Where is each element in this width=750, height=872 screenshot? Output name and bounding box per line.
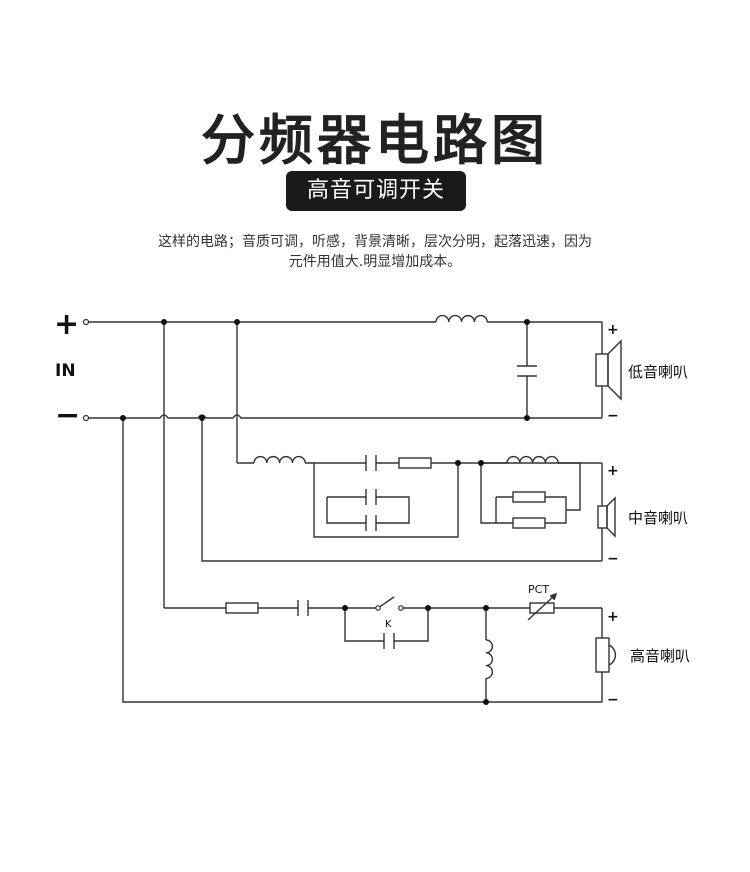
tweeter-resistor: [225, 602, 259, 614]
mid-resistor-parallel-1: [512, 491, 546, 503]
mid-plus-label: +: [607, 463, 619, 479]
subtitle-badge: 高音可调开关: [286, 171, 466, 211]
woofer-inductor: [435, 314, 488, 323]
input-label: IN: [55, 361, 76, 381]
input-minus-label: −: [55, 398, 80, 433]
input-plus-label: +: [54, 307, 79, 342]
mid-cap-series: [365, 455, 377, 471]
mid-speaker-cone: [606, 496, 616, 538]
mid-inductor-1: [253, 455, 306, 464]
description-line-1: 这样的电路；音质可调，听感，背景清晰，层次分明，起落迅速，因为: [158, 234, 592, 250]
description-line-2: 元件用值大.明显增加成本。: [288, 254, 462, 270]
mid-minus-label: −: [607, 551, 619, 567]
woofer-capacitor: [517, 322, 537, 418]
tweeter-label: 高音喇叭: [630, 647, 690, 665]
junction-dots: [120, 319, 530, 705]
tweeter-plus-label: +: [607, 609, 619, 625]
input-terminal-plus: [82, 318, 90, 326]
tweeter-minus-label: −: [607, 692, 619, 708]
tweeter-inductor: [485, 639, 494, 680]
switch-label: K: [385, 619, 392, 630]
mid-inductor-2: [506, 455, 559, 464]
description: 这样的电路；音质可调，听感，背景清晰，层次分明，起落迅速，因为 元件用值大.明显…: [90, 232, 660, 272]
woofer-plus-label: +: [607, 322, 619, 338]
woofer-speaker-cone: [607, 339, 622, 401]
tweeter-speaker-dome: [608, 644, 617, 666]
mid-resistor-parallel-2: [512, 517, 546, 529]
woofer-label: 低音喇叭: [628, 363, 688, 381]
tweeter-return: [122, 418, 602, 703]
tweeter-capacitor: [297, 600, 309, 616]
switch-k: [377, 596, 428, 609]
mid-resistor-series: [398, 457, 432, 469]
page-title: 分频器电路图: [201, 109, 549, 172]
mid-label: 中音喇叭: [628, 509, 688, 527]
mid-cap-parallel-2: [365, 515, 377, 531]
mid-cap-parallel-1: [365, 489, 377, 505]
ptc-label: PCT: [528, 583, 549, 596]
woofer-minus-label: −: [607, 408, 619, 424]
mid-speaker-magnet: [597, 505, 608, 529]
tweeter-bypass-capacitor: [383, 633, 395, 649]
woofer-speaker-magnet: [595, 353, 609, 387]
input-terminal-minus: [82, 414, 90, 422]
mid-return: [201, 418, 602, 562]
tweeter-speaker-body: [595, 637, 610, 673]
